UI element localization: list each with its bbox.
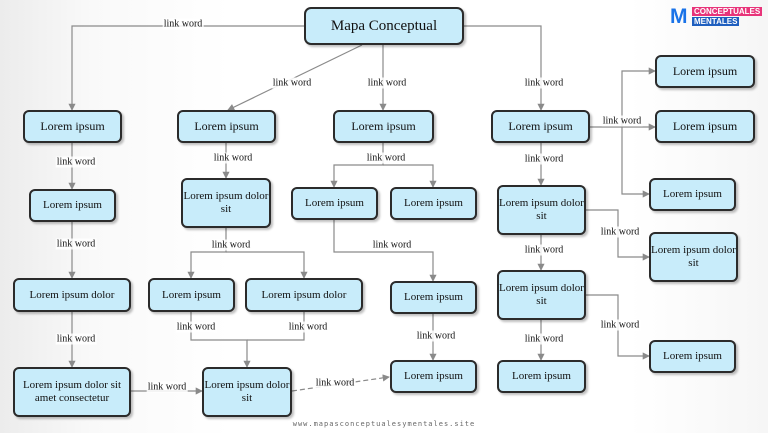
node-c4r2[interactable]: Lorem ipsum	[655, 110, 755, 143]
link-word: link word	[314, 377, 356, 389]
edge-c4-c4r3	[621, 127, 650, 198]
node-c4a[interactable]: Lorem ipsum dolor sit	[497, 185, 586, 235]
link-word: link word	[599, 226, 641, 238]
link-word: link word	[271, 77, 313, 89]
node-c2a[interactable]: Lorem ipsum dolor sit	[181, 178, 271, 228]
link-word: link word	[365, 152, 407, 164]
link-word: link word	[523, 77, 565, 89]
edge-c3-c3a	[330, 143, 384, 188]
node-c4c[interactable]: Lorem ipsum	[497, 360, 586, 393]
link-word: link word	[146, 381, 188, 393]
link-word: link word	[55, 238, 97, 250]
logo-line-1: CONCEPTUALES	[692, 7, 763, 16]
link-word: link word	[366, 77, 408, 89]
node-c4r3[interactable]: Lorem ipsum	[649, 178, 736, 211]
link-word: link word	[175, 321, 217, 333]
logo-line-2: MENTALES	[692, 17, 740, 26]
link-word: link word	[212, 152, 254, 164]
link-word: link word	[55, 333, 97, 345]
edge-c2a-c2c	[226, 251, 308, 279]
link-word: link word	[601, 115, 643, 127]
node-c2c[interactable]: Lorem ipsum dolor	[245, 278, 363, 312]
edge-c2c-c2d	[247, 312, 305, 341]
node-c4b[interactable]: Lorem ipsum dolor sit	[497, 270, 586, 320]
node-c2b[interactable]: Lorem ipsum	[148, 278, 235, 312]
link-word: link word	[55, 156, 97, 168]
node-c1b[interactable]: Lorem ipsum dolor	[13, 278, 131, 312]
node-c3d[interactable]: Lorem ipsum	[390, 360, 477, 393]
node-c1[interactable]: Lorem ipsum	[23, 110, 122, 143]
link-word: link word	[415, 330, 457, 342]
link-word: link word	[599, 319, 641, 331]
node-root[interactable]: Mapa Conceptual	[304, 7, 464, 45]
node-c1a[interactable]: Lorem ipsum	[29, 189, 116, 222]
edge-c3-c3b	[383, 164, 437, 188]
edge-c2a-c2b	[187, 228, 227, 279]
node-c4s2[interactable]: Lorem ipsum	[649, 340, 736, 373]
node-c4s1[interactable]: Lorem ipsum dolor sit	[649, 232, 738, 282]
link-word: link word	[523, 244, 565, 256]
logo-mark: M	[670, 5, 688, 28]
footer-url: www.mapasconceptualesymentales.site	[292, 420, 476, 428]
edge-c3a-c3c	[333, 220, 437, 282]
edge-root-c4	[464, 25, 545, 111]
edge-c4-c4r1	[590, 67, 656, 128]
node-c4r1[interactable]: Lorem ipsum	[655, 55, 755, 88]
node-c2d[interactable]: Lorem ipsum dolor sit	[202, 367, 292, 417]
node-c1c[interactable]: Lorem ipsum dolor sit amet consectetur	[13, 367, 131, 417]
link-word: link word	[287, 321, 329, 333]
node-c3b[interactable]: Lorem ipsum	[390, 187, 477, 220]
node-c3[interactable]: Lorem ipsum	[333, 110, 434, 143]
edge-root-c1	[68, 25, 304, 111]
brand-logo: M CONCEPTUALES MENTALES	[670, 5, 763, 29]
link-word: link word	[210, 239, 252, 251]
link-word: link word	[523, 333, 565, 345]
edge-c2b-c2d	[190, 312, 251, 368]
link-word: link word	[523, 153, 565, 165]
link-word: link word	[371, 239, 413, 251]
node-c4[interactable]: Lorem ipsum	[491, 110, 590, 143]
node-c3a[interactable]: Lorem ipsum	[291, 187, 378, 220]
link-word: link word	[162, 18, 204, 30]
node-c3c[interactable]: Lorem ipsum	[390, 281, 477, 314]
node-c2[interactable]: Lorem ipsum	[177, 110, 276, 143]
